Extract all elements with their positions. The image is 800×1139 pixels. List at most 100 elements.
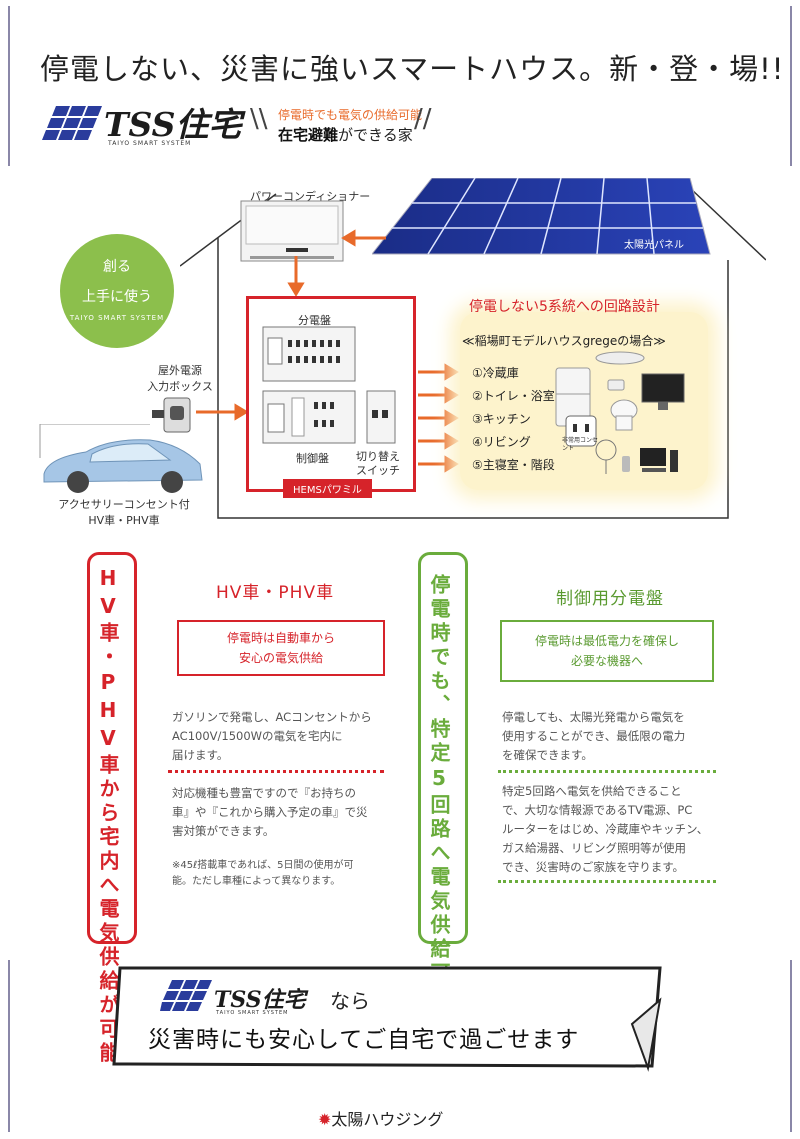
- tagline-line1: 停電時でも電気の供給可能: [278, 108, 423, 122]
- left-note: ※45ℓ搭載車であれば、5日間の使用が可 能。ただし車種によって異なります。: [172, 858, 354, 890]
- vertical-box-right: [418, 552, 468, 944]
- tagline-rest: ができる家: [338, 126, 413, 144]
- switch-label: 切り替え スイッチ: [356, 450, 400, 478]
- sun-icon: ✹: [318, 1110, 332, 1129]
- circle-line1: 創る: [103, 259, 131, 275]
- remote-icon: [607, 379, 625, 391]
- circuit-item-3: ③キッチン: [472, 412, 531, 426]
- switch-icon: [366, 390, 396, 444]
- vertical-text-left: HV車・PHV車から宅内へ電気供給が可能: [96, 566, 120, 1066]
- switch-label-2: スイッチ: [356, 464, 400, 477]
- create-use-circle: 創る 上手に使う TAIYO SMART SYSTEM: [60, 234, 174, 348]
- solar-logo-icon: [42, 106, 102, 140]
- left-note-line2: 能。ただし車種によって異なります。: [172, 876, 341, 887]
- left-divider-1: [168, 770, 384, 773]
- outlet-label: 非常用コンセント: [562, 437, 599, 452]
- frame-corner-tl: [8, 6, 24, 166]
- circle-line3: TAIYO SMART SYSTEM: [69, 314, 165, 322]
- control-board-icon: [262, 390, 356, 444]
- right-p1-line2: 使用することができ、最低限の電力: [502, 729, 686, 743]
- slash-left: \\: [250, 104, 268, 134]
- left-paragraph-2: 対応機種も豊富ですので『お持ちの 車』や『これから購入予定の車』で災 害対策がで…: [172, 784, 368, 841]
- circuit-item-1: ①冷蔵庫: [472, 366, 519, 380]
- bottom-banner: [112, 966, 662, 1072]
- solar-panel: [372, 178, 711, 255]
- logo-name: TSS住宅: [104, 105, 242, 144]
- right-p2-line5: でき、災害時のご家族を守ります。: [502, 860, 685, 874]
- footer-brand: ✹太陽ハウジング: [318, 1106, 443, 1130]
- left-p1-line3: 届けます。: [172, 748, 229, 762]
- solar-panel-label: 太陽光パネル: [624, 240, 684, 251]
- control-board-label: 制御盤: [296, 452, 329, 465]
- circuit-item-4: ④リビング: [472, 435, 531, 449]
- power-conditioner-icon: [240, 200, 344, 262]
- left-p2-line1: 対応機種も豊富ですので『お持ちの: [172, 786, 356, 800]
- left-paragraph-1: ガソリンで発電し、ACコンセントから AC100V/1500Wの電気を宅内に 届…: [172, 708, 372, 765]
- slash-right: //: [414, 104, 432, 134]
- outlet-icon: [565, 415, 597, 447]
- banner-logo-name: TSS住宅: [214, 987, 306, 1013]
- banner-message: 災害時にも安心してご自宅で過ごせます: [148, 1027, 580, 1053]
- right-section-title: 制御用分電盤: [556, 589, 664, 609]
- tss-logo: TSS住宅 TAIYO SMART SYSTEM: [42, 96, 252, 154]
- right-divider-2: [498, 880, 716, 883]
- fan-icon: [595, 439, 617, 474]
- distribution-board-icon: [262, 326, 356, 382]
- circuits-title: 停電しない5系統への回路設計: [469, 299, 660, 315]
- right-box-line2: 必要な機器へ: [570, 654, 643, 668]
- circuit-item-2: ②トイレ・浴室: [472, 389, 555, 403]
- vertical-box-left: [87, 552, 137, 944]
- banner-logo-icon: [160, 980, 212, 1011]
- right-divider-1: [498, 770, 716, 773]
- right-p2-line1: 特定5回路へ電気を供給できること: [502, 784, 682, 798]
- toilet-icon: [610, 399, 638, 431]
- right-p1-line1: 停電しても、太陽光発電から電気を: [502, 710, 685, 724]
- model-house-label: ≪稲場町モデルハウスgregeの場合≫: [462, 334, 666, 348]
- phone-icon: [622, 456, 630, 472]
- circuit-item-5: ⑤主寝室・階段: [472, 458, 555, 472]
- right-highlight-box: 停電時は最低電力を確保し 必要な機器へ: [500, 620, 714, 682]
- frame-corner-br: [776, 960, 792, 1132]
- outdoor-box-icon: [152, 397, 191, 433]
- left-highlight-box: 停電時は自動車から 安心の電気供給: [177, 620, 385, 676]
- right-paragraph-1: 停電しても、太陽光発電から電気を 使用することができ、最低限の電力 を確保できま…: [502, 708, 685, 765]
- right-box-line1: 停電時は最低電力を確保し: [534, 634, 679, 648]
- banner-logo-sub: TAIYO SMART SYSTEM: [216, 1010, 289, 1016]
- left-note-line1: ※45ℓ搭載車であれば、5日間の使用が可: [172, 860, 354, 871]
- logo-subtitle: TAIYO SMART SYSTEM: [108, 140, 192, 147]
- left-box-line2: 安心の電気供給: [238, 651, 323, 665]
- car-label: アクセサリーコンセント付 HV車・PHV車: [54, 496, 194, 528]
- left-p2-line3: 害対策ができます。: [172, 824, 275, 838]
- headline: 停電しない、災害に強いスマートハウス。新・登・場!!: [40, 52, 785, 86]
- right-paragraph-2: 特定5回路へ電気を供給できること で、大切な情報源であるTV電源、PC ルーター…: [502, 782, 708, 877]
- circle-line2: 上手に使う: [82, 289, 152, 305]
- appliances-icons: [555, 351, 685, 474]
- right-p2-line4: ガス給湯器、リビング照明等が使用: [502, 841, 686, 855]
- tagline-strong: 在宅避難: [278, 126, 339, 144]
- car-label-1: アクセサリーコンセント付: [58, 498, 190, 511]
- car-label-2: HV車・PHV車: [88, 514, 160, 527]
- left-p1-line1: ガソリンで発電し、ACコンセントから: [172, 710, 372, 724]
- tv-icon: [641, 373, 685, 410]
- outdoor-box-label-1: 屋外電源: [158, 364, 202, 377]
- right-p1-line3: を確保できます。: [502, 748, 593, 762]
- left-p2-line2: 車』や『これから購入予定の車』で災: [172, 805, 368, 819]
- hems-label: HEMSパワミル: [283, 479, 372, 498]
- car-icon: [39, 424, 203, 493]
- right-p2-line2: で、大切な情報源であるTV電源、PC: [502, 803, 693, 817]
- left-p1-line2: AC100V/1500Wの電気を宅内に: [172, 729, 343, 743]
- switch-label-1: 切り替え: [356, 450, 400, 463]
- right-p2-line3: ルーターをはじめ、冷蔵庫やキッチン、: [502, 822, 709, 836]
- frame-corner-tr: [776, 6, 792, 166]
- outdoor-box-label: 屋外電源 入力ボックス: [140, 362, 220, 394]
- outdoor-box-label-2: 入力ボックス: [147, 380, 213, 393]
- distribution-board-label: 分電盤: [298, 314, 331, 327]
- frame-corner-bl: [8, 960, 24, 1132]
- banner-suffix: なら: [330, 989, 370, 1013]
- footer-brand-name: 太陽ハウジング: [331, 1110, 444, 1129]
- left-box-line1: 停電時は自動車から: [226, 631, 335, 645]
- tagline-line2: 在宅避難ができる家: [278, 124, 413, 145]
- left-section-title: HV車・PHV車: [216, 583, 335, 603]
- power-conditioner-label: パワーコンディショナー: [250, 190, 371, 203]
- pc-icon: [640, 448, 678, 472]
